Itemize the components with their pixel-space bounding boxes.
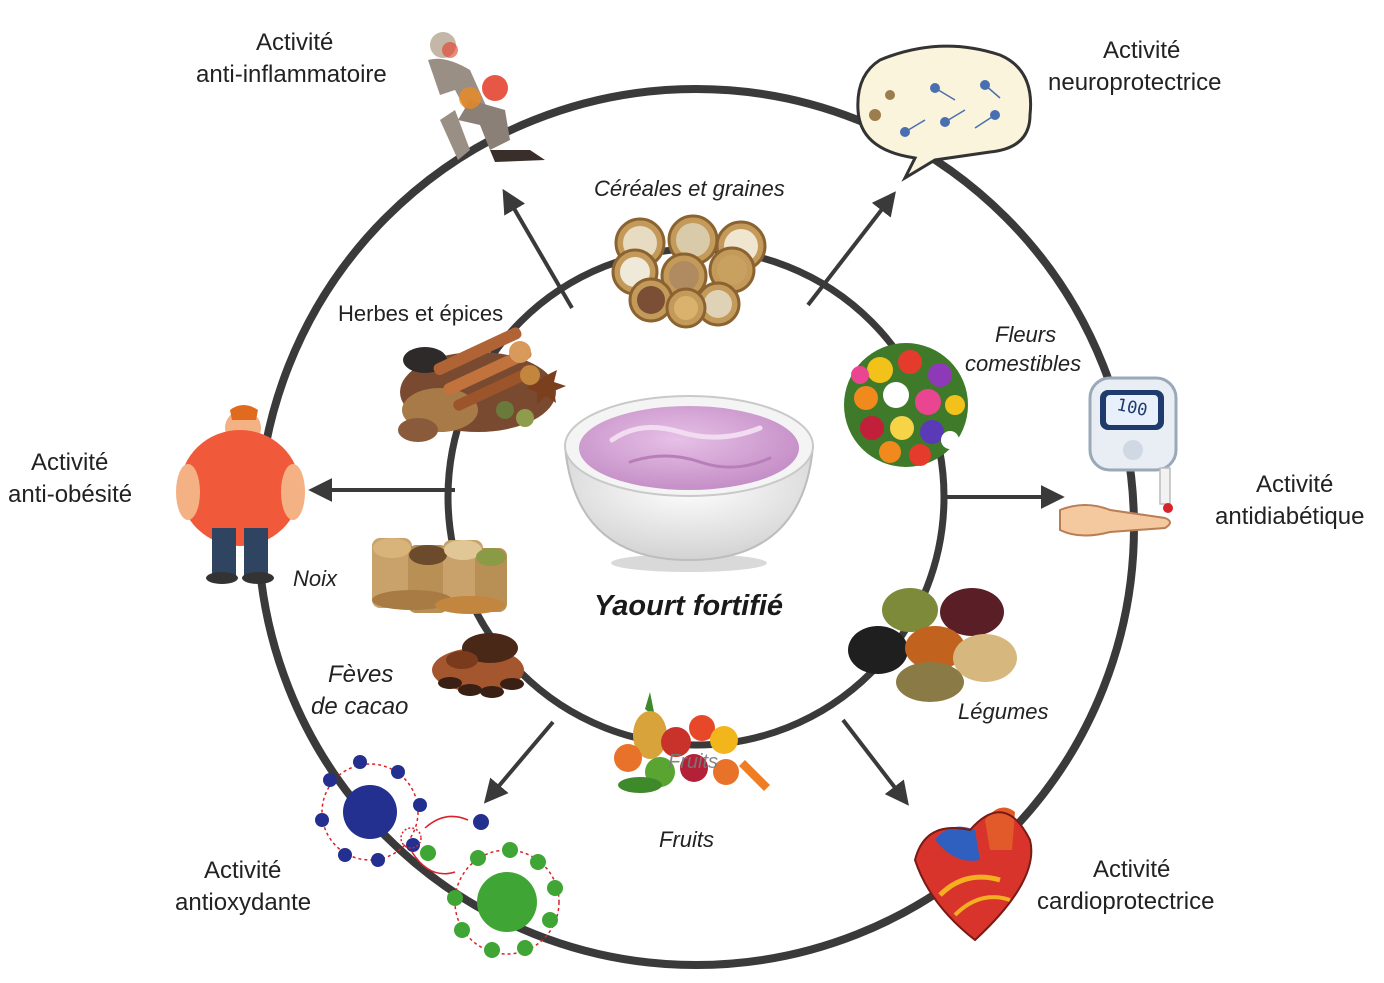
- label-noix: Noix: [293, 566, 338, 591]
- label-fleurs-line2: comestibles: [965, 351, 1082, 376]
- fruits-icon: [614, 692, 770, 793]
- label-cereales-graines: Céréales et graines: [594, 176, 785, 201]
- label-neuroprotectrice-line1: Activité: [1103, 37, 1181, 64]
- activity-arrows: [308, 188, 1065, 806]
- label-anti-inflammatoire-line2: anti-inflammatoire: [196, 61, 387, 88]
- antidiabetique-icon: [1059, 376, 1178, 537]
- label-fruits-overlay: Fruits: [668, 751, 718, 773]
- label-anti-inflammatoire-line1: Activité: [256, 29, 334, 56]
- noix-icon: [372, 538, 507, 614]
- arrow-anti-inflammatoire: [502, 188, 574, 310]
- center-title: Yaourt fortifié: [594, 590, 784, 622]
- fleurs-comestibles-icon: [844, 343, 968, 467]
- label-cardioprotectrice-line1: Activité: [1093, 856, 1171, 883]
- label-neuroprotectrice-line2: neuroprotectrice: [1048, 69, 1222, 96]
- yogurt-bowl-icon: [563, 395, 815, 572]
- herbes-epices-icon: [398, 327, 566, 442]
- label-feves-line1: Fèves: [328, 661, 394, 688]
- arrow-cardioprotectrice: [841, 718, 909, 806]
- antioxydante-icon: [315, 755, 563, 958]
- cardioprotectrice-icon: [913, 807, 1033, 942]
- anti-obesite-icon: [176, 405, 305, 584]
- label-antioxydante-line1: Activité: [204, 857, 282, 884]
- label-antidiabetique-line2: antidiabétique: [1215, 503, 1365, 530]
- cereales-graines-icon: [611, 214, 767, 329]
- label-cardioprotectrice-line2: cardioprotectrice: [1037, 888, 1215, 915]
- label-herbes-epices: Herbes et épices: [338, 301, 504, 326]
- label-legumes: Légumes: [958, 699, 1049, 724]
- label-antioxydante-line2: antioxydante: [175, 889, 312, 916]
- feves-cacao-icon: [432, 633, 524, 698]
- arrow-neuroprotectrice: [806, 191, 896, 307]
- label-anti-obesite-line2: anti-obésité: [8, 481, 133, 508]
- label-fleurs-line1: Fleurs: [995, 322, 1057, 347]
- anti-inflammatoire-icon: [428, 32, 545, 162]
- neuroprotectrice-icon: [856, 44, 1033, 182]
- label-feves-line2: de cacao: [311, 693, 409, 720]
- label-anti-obesite-line1: Activité: [31, 449, 109, 476]
- legumes-icon: [848, 588, 1017, 702]
- label-antidiabetique-line1: Activité: [1256, 471, 1334, 498]
- arrow-antioxydante: [483, 720, 555, 804]
- label-fruits: Fruits: [659, 827, 714, 852]
